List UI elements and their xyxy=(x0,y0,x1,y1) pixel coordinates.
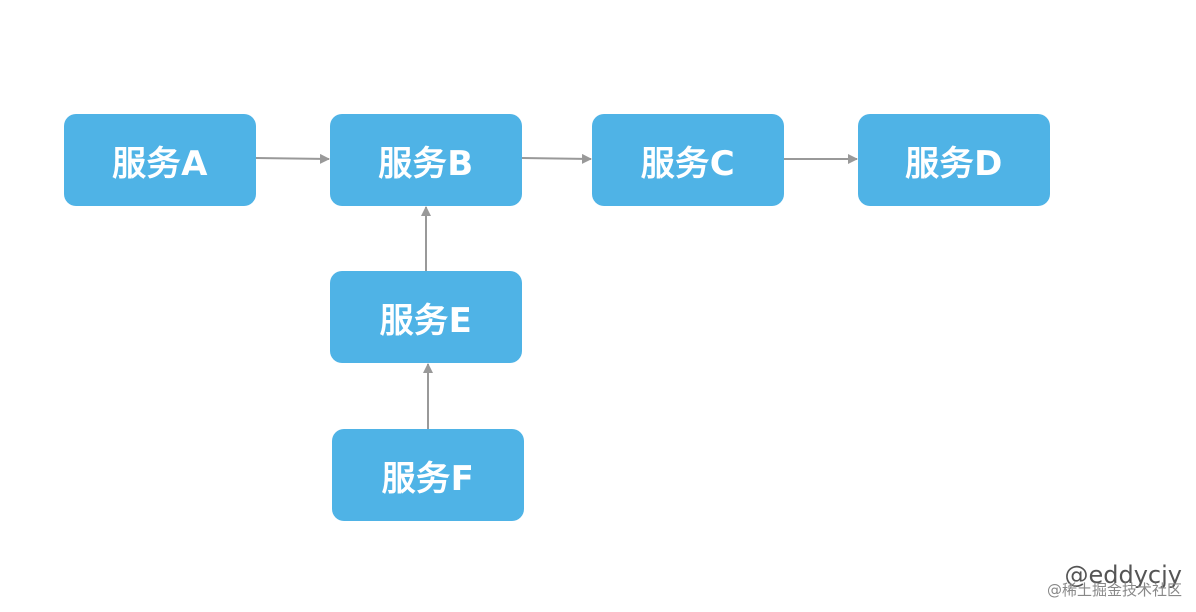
edge-b-to-c xyxy=(521,153,592,164)
node-service-c[interactable]: 服务C xyxy=(592,114,784,206)
node-label: 服务D xyxy=(905,143,1003,184)
watermark-site: @稀土掘金技术社区 xyxy=(1046,581,1182,599)
node-service-e[interactable]: 服务E xyxy=(330,271,522,363)
node-label: 服务A xyxy=(112,143,208,184)
node-label: 服务E xyxy=(379,300,473,341)
edge-a-to-b xyxy=(255,153,330,164)
node-label: 服务C xyxy=(640,143,736,184)
node-label: 服务F xyxy=(381,458,475,499)
watermark: @eddycjy @稀土掘金技术社区 xyxy=(1047,563,1182,598)
watermark-handle: @eddycjy xyxy=(1064,561,1182,589)
node-service-f[interactable]: 服务F xyxy=(332,429,524,521)
node-service-b[interactable]: 服务B xyxy=(330,114,522,206)
node-label: 服务B xyxy=(378,143,474,184)
node-service-d[interactable]: 服务D xyxy=(858,114,1050,206)
node-service-a[interactable]: 服务A xyxy=(64,114,256,206)
